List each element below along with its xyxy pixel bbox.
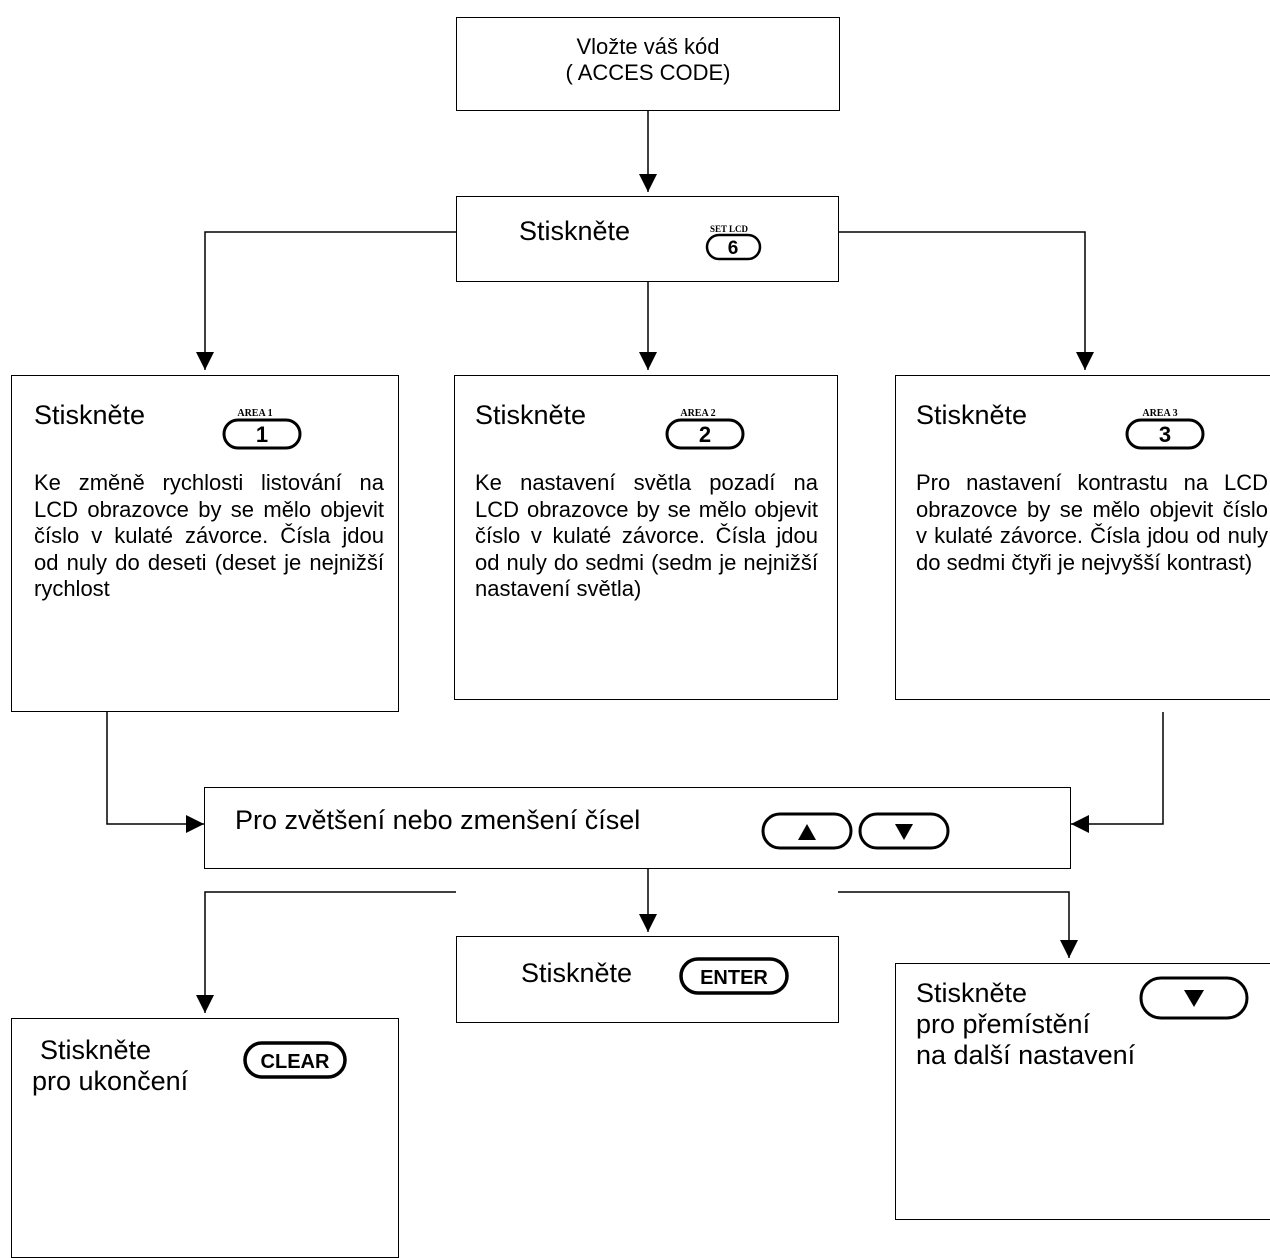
start-line1: Vložte váš kód — [576, 34, 720, 59]
key-6-caption: SET LCD — [710, 224, 749, 234]
option-area3-label: Stiskněte — [916, 400, 1028, 430]
clear-key-icon: CLEAR — [242, 1039, 348, 1081]
adjust-box: Pro zvětšení nebo zmenšení čísel — [204, 787, 1071, 869]
key-1-caption: AREA 1 — [237, 408, 272, 419]
exit-line1: Stiskněte — [40, 1035, 152, 1065]
adjust-label: Pro zvětšení nebo zmenšení čísel — [235, 805, 641, 835]
exit-line2: pro ukončení — [32, 1066, 189, 1096]
start-box: Vložte váš kód ( ACCES CODE) — [456, 17, 840, 111]
option-area3-box: Stiskněte AREA 3 3 Pro nastavení kontras… — [895, 375, 1270, 700]
option-area2-box: Stiskněte AREA 2 2 Ke nastavení světla p… — [454, 375, 838, 700]
arrow-enter-to-next — [838, 891, 1078, 958]
exit-box: Stiskněte pro ukončení CLEAR — [11, 1018, 399, 1258]
arrow-setlcd-to-area3 — [838, 231, 1094, 370]
key-6-icon: SET LCD 6 — [703, 221, 763, 263]
setlcd-box: Stiskněte SET LCD 6 — [456, 196, 839, 282]
start-line2: ( ACCES CODE) — [565, 60, 731, 85]
key-3-icon: AREA 3 3 — [1124, 404, 1206, 452]
clear-key-label: CLEAR — [261, 1051, 330, 1073]
key-1-icon: AREA 1 1 — [221, 404, 303, 452]
next-line1: Stiskněte — [916, 978, 1028, 1008]
key-3-digit: 3 — [1159, 422, 1171, 447]
option-area2-description: Ke nastavení světla pozadí na LCD obrazo… — [475, 470, 818, 601]
key-6-digit: 6 — [728, 238, 739, 259]
arrow-area3-to-adjust — [1071, 712, 1164, 833]
arrow-setlcd-to-area1 — [196, 231, 456, 370]
enter-key-icon: ENTER — [678, 955, 790, 997]
next-down-arrow-key-icon — [1138, 974, 1250, 1024]
option-area1-description: Ke změně rychlosti listování na LCD obra… — [34, 470, 384, 601]
confirm-label: Stiskněte — [521, 958, 633, 988]
down-arrow-key-icon — [857, 810, 951, 854]
confirm-box: Stiskněte ENTER — [456, 936, 839, 1023]
enter-key-label: ENTER — [700, 967, 768, 989]
next-box: Stiskněte pro přemístění na další nastav… — [895, 963, 1270, 1220]
key-2-icon: AREA 2 2 — [664, 404, 746, 452]
key-2-caption: AREA 2 — [680, 408, 715, 419]
option-area1-box: Stiskněte AREA 1 1 Ke změně rychlosti li… — [11, 375, 399, 712]
arrow-area1-to-adjust — [106, 712, 204, 833]
setlcd-label: Stiskněte — [519, 216, 631, 246]
up-arrow-key-icon — [760, 810, 854, 854]
arrow-enter-to-exit — [196, 891, 456, 1013]
key-1-digit: 1 — [256, 422, 268, 447]
key-3-caption: AREA 3 — [1142, 408, 1177, 419]
option-area3-description: Pro nastavení kontrastu na LCD obrazovce… — [916, 470, 1268, 575]
option-area1-label: Stiskněte — [34, 400, 146, 430]
option-area2-label: Stiskněte — [475, 400, 587, 430]
key-2-digit: 2 — [699, 422, 711, 447]
next-line3: na další nastavení — [916, 1040, 1136, 1070]
next-line2: pro přemístění — [916, 1009, 1091, 1039]
